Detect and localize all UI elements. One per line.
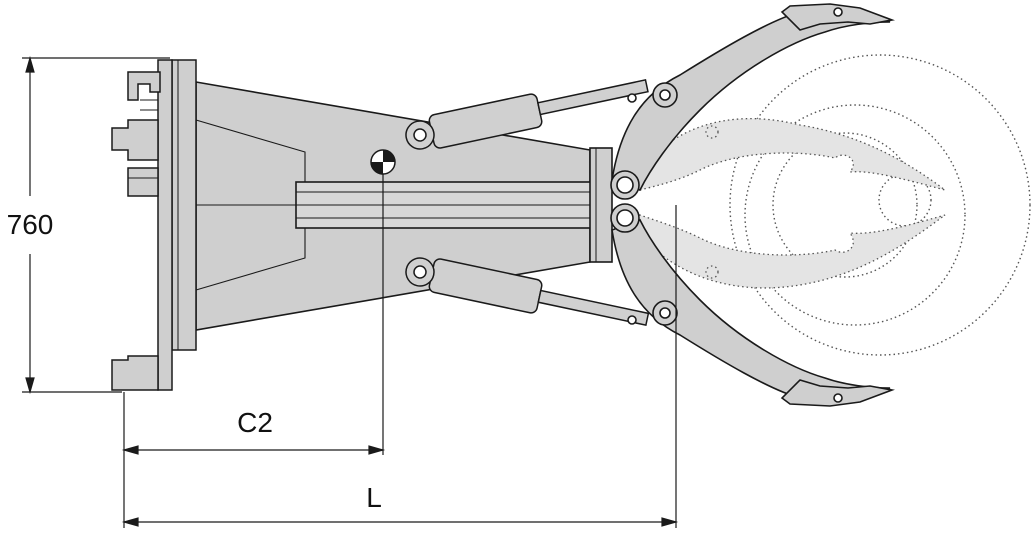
c2-dimension-label: C2 (237, 407, 273, 438)
upper-cylinder (405, 79, 649, 150)
upper-link-pin (659, 89, 671, 101)
c2-arrow-right (368, 445, 386, 455)
head-block (589, 147, 613, 263)
lower-small-pin (627, 315, 637, 325)
tong-arms (610, 3, 895, 407)
height-dimension-label: 760 (7, 209, 54, 240)
lower-cylinder (405, 257, 650, 327)
upper-tong-tip (780, 3, 895, 31)
ghost-pivot-top (705, 125, 719, 139)
hydraulic-cylinders (405, 79, 650, 327)
hook-bottom (111, 355, 159, 391)
upper-small-pin (627, 93, 637, 103)
l-dimension-label: L (366, 482, 382, 513)
inner-swing-circle (772, 132, 918, 278)
c2-arrow-left (121, 445, 139, 455)
jaw-swing-arcs (729, 54, 1031, 356)
upper-tip-pin (833, 7, 843, 17)
center-of-gravity-icon (370, 149, 396, 175)
upper-cylinder-pin (413, 128, 427, 142)
height-arrow-bottom (25, 377, 35, 395)
plate-flange (171, 59, 197, 351)
grapple-frame (195, 81, 613, 331)
lower-link-pin (659, 307, 671, 319)
mounting-plate (111, 59, 197, 391)
ghost-pivot-bottom (705, 265, 719, 279)
l-arrow-left (121, 517, 139, 527)
lower-cylinder-pin (413, 265, 427, 279)
middle-swing-circle (744, 104, 966, 326)
upper-cylinder-rod (536, 79, 649, 116)
outer-swing-circle (729, 54, 1031, 356)
hook-bracket (111, 119, 159, 161)
height-arrow-top (25, 55, 35, 73)
lower-tong-tip (780, 379, 895, 407)
upper-main-pivot-pin (616, 176, 634, 194)
hook-top (127, 71, 161, 101)
hook-mid (127, 167, 159, 197)
lower-main-pivot-pin (616, 209, 634, 227)
lower-tip-pin (833, 393, 843, 403)
plate-back (157, 59, 173, 391)
closed-tongs-ghost (639, 117, 946, 289)
upper-ghost-tong (639, 117, 946, 191)
l-arrow-right (661, 517, 679, 527)
lower-cylinder-rod (537, 289, 650, 327)
dimensions (22, 55, 679, 528)
